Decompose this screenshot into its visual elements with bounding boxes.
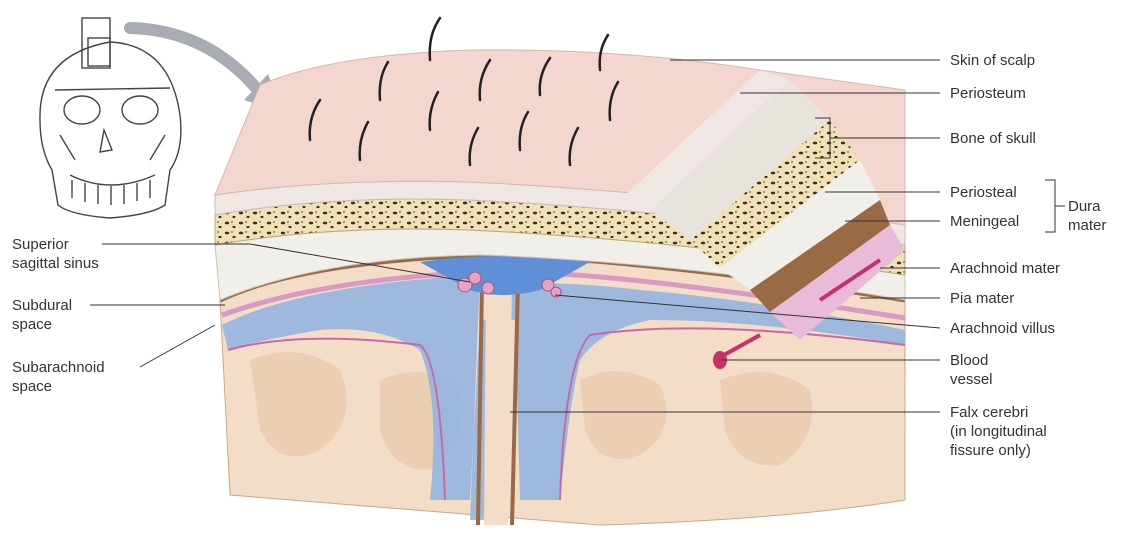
label-pia-mater: Pia mater — [950, 289, 1014, 308]
label-dura-mater: Dura mater — [1068, 197, 1106, 235]
label-arachnoid-mater: Arachnoid mater — [950, 259, 1060, 278]
pointer-arrow — [130, 28, 262, 95]
label-falx-cerebri: Falx cerebri (in longitudinal fissure on… — [950, 403, 1047, 460]
label-arachnoid-villus: Arachnoid villus — [950, 319, 1055, 338]
label-meningeal: Meningeal — [950, 212, 1019, 231]
label-subarachnoid-space: Subarachnoid space — [12, 358, 105, 396]
skull-icon — [40, 18, 181, 218]
label-bone-of-skull: Bone of skull — [950, 129, 1036, 148]
label-periosteum: Periosteum — [950, 84, 1026, 103]
label-subdural-space: Subdural space — [12, 296, 72, 334]
label-superior-sagittal-sinus: Superior sagittal sinus — [12, 235, 99, 273]
label-periosteal: Periosteal — [950, 183, 1017, 202]
label-blood-vessel: Blood vessel — [950, 351, 993, 389]
label-skin-of-scalp: Skin of scalp — [950, 51, 1035, 70]
